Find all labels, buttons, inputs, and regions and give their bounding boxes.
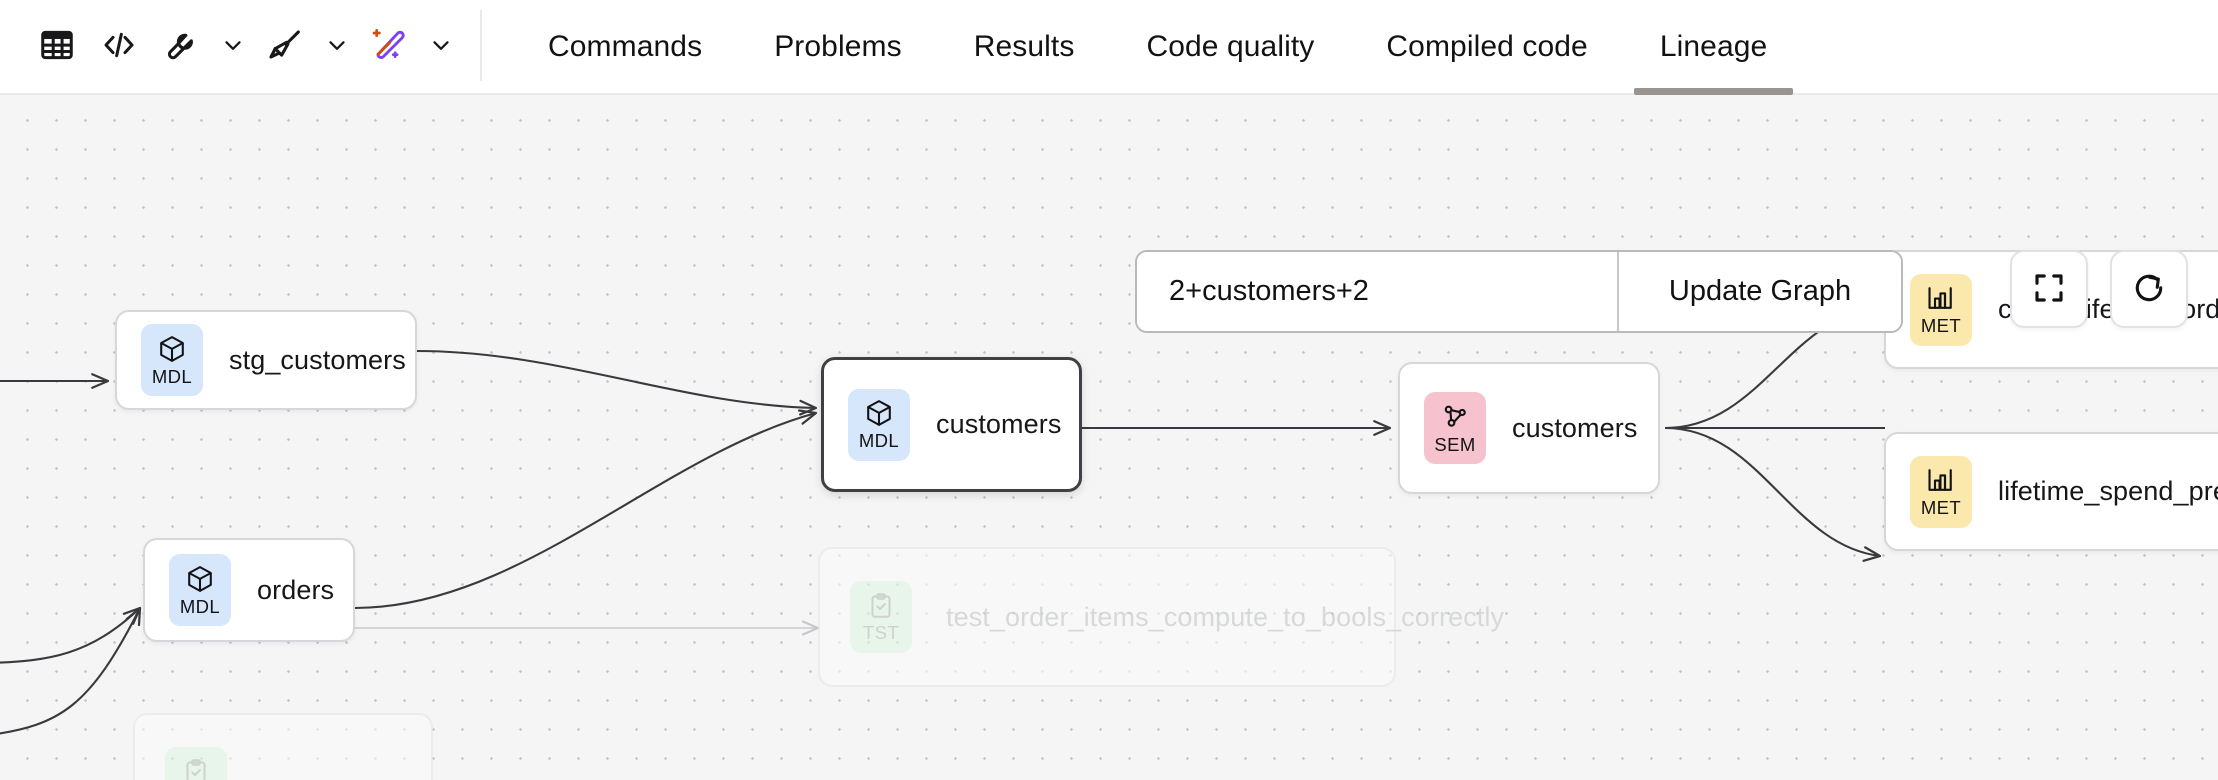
build-tools-menu[interactable] bbox=[150, 15, 254, 79]
node-type-badge-tst: TST bbox=[850, 581, 912, 653]
tab-lineage[interactable]: Lineage bbox=[1624, 0, 1803, 95]
fullscreen-icon bbox=[2031, 270, 2067, 309]
node-type-badge-sem: SEM bbox=[1424, 392, 1486, 464]
node-label: lifetime_spend_preta bbox=[1998, 476, 2218, 506]
node-graph-icon bbox=[1439, 401, 1471, 433]
badge-label: TST bbox=[862, 621, 900, 643]
node-type-badge-mdl: MDL bbox=[848, 388, 910, 461]
tab-problems[interactable]: Problems bbox=[738, 0, 938, 93]
magic-wand-icon bbox=[369, 25, 409, 68]
search-input[interactable] bbox=[1137, 252, 1617, 331]
clean-caret[interactable] bbox=[316, 15, 358, 79]
graph-node-customers-model[interactable]: MDL customers bbox=[821, 357, 1082, 492]
graph-node-test-order-items[interactable]: TST test_order_items_compute_to_bools_co… bbox=[818, 547, 1505, 687]
node-label: orders bbox=[257, 574, 335, 605]
clipboard-check-icon bbox=[181, 757, 211, 780]
ai-assist-menu[interactable] bbox=[358, 15, 462, 79]
tab-code-quality[interactable]: Code quality bbox=[1110, 0, 1350, 93]
tab-underline-active bbox=[1633, 88, 1794, 95]
tab-compiled-code[interactable]: Compiled code bbox=[1350, 0, 1623, 93]
clean-menu[interactable] bbox=[254, 15, 358, 79]
chevron-down-icon bbox=[324, 32, 350, 61]
code-view-button[interactable] bbox=[88, 15, 150, 79]
node-label: test_order_items_compute_to_bools_correc… bbox=[946, 601, 1505, 632]
cube-icon bbox=[156, 333, 188, 365]
chevron-down-icon bbox=[428, 32, 454, 61]
node-type-badge-met: MET bbox=[1910, 273, 1972, 346]
lineage-search-bar[interactable]: Update Graph bbox=[1135, 250, 1903, 333]
node-label: customers bbox=[936, 409, 1062, 439]
tab-underline bbox=[748, 88, 928, 95]
tab-label: Commands bbox=[548, 29, 703, 63]
clean-button[interactable] bbox=[254, 15, 316, 79]
tab-label: Lineage bbox=[1659, 29, 1768, 63]
node-label: stg_customers bbox=[229, 344, 406, 375]
update-graph-button[interactable]: Update Graph bbox=[1617, 252, 1901, 331]
table-view-button[interactable] bbox=[26, 15, 88, 79]
code-brackets-icon bbox=[99, 25, 139, 68]
badge-label: MDL bbox=[179, 595, 221, 617]
ai-assist-button[interactable] bbox=[358, 15, 420, 79]
refresh-button[interactable] bbox=[2110, 250, 2188, 328]
badge-label: SEM bbox=[1434, 433, 1476, 455]
bar-chart-icon bbox=[1925, 464, 1957, 496]
tab-results[interactable]: Results bbox=[938, 0, 1111, 93]
node-type-badge-tst: TST bbox=[165, 747, 227, 780]
tab-underline bbox=[1120, 88, 1340, 95]
node-type-badge-mdl: MDL bbox=[141, 324, 203, 396]
toolbar-icon-cluster bbox=[0, 0, 482, 93]
clipboard-check-icon bbox=[866, 591, 896, 621]
refresh-icon bbox=[2130, 269, 2168, 310]
canvas-controls bbox=[2010, 250, 2188, 328]
chevron-down-icon bbox=[220, 32, 246, 61]
tab-commands[interactable]: Commands bbox=[512, 0, 738, 93]
badge-label: MET bbox=[1920, 315, 1962, 336]
tab-label: Compiled code bbox=[1386, 29, 1588, 63]
broom-icon bbox=[265, 25, 305, 68]
graph-node-test-partial[interactable]: TST bbox=[133, 713, 433, 780]
wrench-icon bbox=[161, 25, 201, 68]
table-icon bbox=[38, 26, 76, 67]
tab-label: Problems bbox=[774, 29, 902, 63]
badge-label: MDL bbox=[858, 430, 900, 451]
wrench-button[interactable] bbox=[150, 15, 212, 79]
build-tools-caret[interactable] bbox=[212, 15, 254, 79]
ai-assist-caret[interactable] bbox=[420, 15, 462, 79]
tab-label: Code quality bbox=[1146, 29, 1315, 63]
node-label: customers bbox=[1512, 412, 1638, 443]
tab-label: Results bbox=[973, 29, 1075, 63]
tab-underline bbox=[522, 88, 728, 95]
cube-icon bbox=[184, 563, 216, 595]
bar-chart-icon bbox=[1925, 282, 1957, 314]
node-type-badge-met: MET bbox=[1910, 455, 1972, 528]
node-type-badge-mdl: MDL bbox=[169, 554, 231, 626]
badge-label: MDL bbox=[151, 365, 193, 387]
tab-bar: Commands Problems Results Code quality C… bbox=[482, 0, 1803, 95]
cube-icon bbox=[863, 397, 895, 429]
graph-node-orders[interactable]: MDL orders bbox=[143, 538, 355, 642]
tab-underline bbox=[1360, 88, 1613, 95]
tab-underline bbox=[948, 88, 1101, 95]
fit-view-button[interactable] bbox=[2010, 250, 2088, 328]
graph-node-lifetime-spend-pretax[interactable]: MET lifetime_spend_preta bbox=[1884, 432, 2218, 551]
badge-label: MET bbox=[1920, 497, 1962, 518]
graph-node-customers-semantic[interactable]: SEM customers bbox=[1398, 362, 1660, 494]
lineage-canvas[interactable]: MDL stg_customers MDL orders bbox=[0, 95, 2218, 780]
top-toolbar: Commands Problems Results Code quality C… bbox=[0, 0, 2218, 95]
graph-node-stg-customers[interactable]: MDL stg_customers bbox=[115, 310, 417, 410]
toolbar-divider bbox=[480, 10, 482, 81]
